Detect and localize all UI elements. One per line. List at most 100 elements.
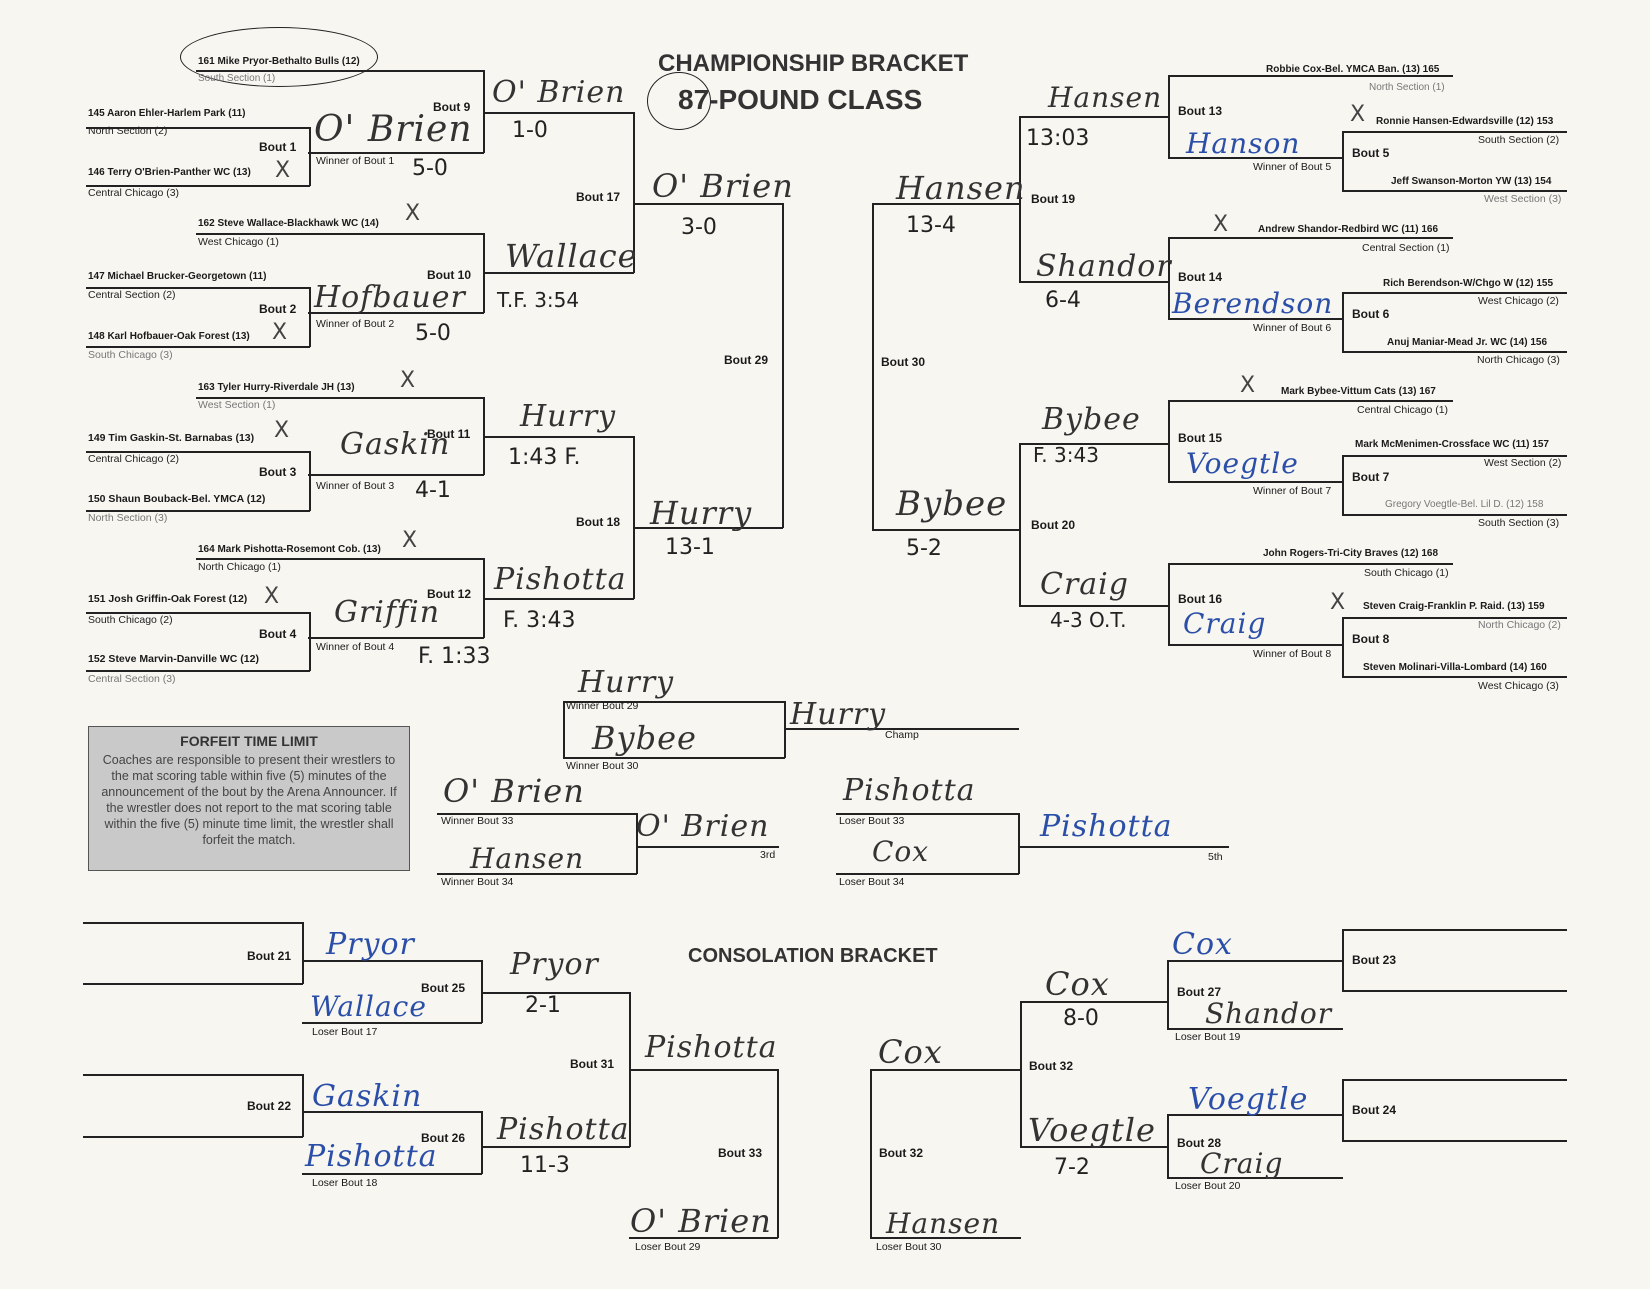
forfeit-notice: FORFEIT TIME LIMIT Coaches are responsib…: [88, 726, 410, 871]
winner-bout-29-label: Winner Bout 29: [566, 700, 639, 712]
handwritten-b13-winner: Hansen: [1048, 81, 1163, 114]
handwritten-b1-score: 5-0: [412, 156, 448, 181]
handwritten-c20-loser: Craig: [1200, 1147, 1284, 1180]
handwritten-b9-score: 1-0: [512, 118, 548, 143]
handwritten-c22: Gaskin: [312, 1079, 423, 1114]
winner-bout-8-label: Winner of Bout 8: [1253, 648, 1332, 660]
handwritten-c30-loser: Hansen: [886, 1207, 1001, 1240]
loser-x-mark: X: [400, 368, 416, 393]
loser-bout-20-label: Loser Bout 20: [1175, 1180, 1241, 1192]
loser-x-mark: X: [1330, 590, 1346, 615]
handwritten-circle: [647, 72, 711, 130]
bout-18-label: Bout 18: [576, 515, 621, 529]
handwritten-c28-score: 7-2: [1054, 1155, 1090, 1180]
consolation-title: CONSOLATION BRACKET: [688, 945, 938, 967]
handwritten-b17-winner: O' Brien: [652, 167, 794, 205]
loser-x-mark: X: [275, 158, 291, 183]
wrestler-148-section: South Chicago (3): [88, 349, 173, 361]
handwritten-b8-winner: Craig: [1183, 607, 1267, 640]
handwritten-b3-score: 4-1: [415, 478, 451, 503]
handwritten-c27-score: 8-0: [1063, 1006, 1099, 1031]
wrestler-145-section: North Section (2): [88, 125, 168, 137]
handwritten-c17-loser: Wallace: [310, 990, 427, 1023]
wrestler-155-section: West Chicago (2): [1478, 295, 1559, 307]
handwritten-b19-score: 13-4: [906, 213, 956, 238]
wrestler-166-section: Central Section (1): [1362, 242, 1450, 254]
handwritten-b12-winner: Pishotta: [494, 562, 627, 597]
wrestler-163-name: 163 Tyler Hurry-Riverdale JH (13): [198, 382, 355, 393]
wrestler-148-name: 148 Karl Hofbauer-Oak Forest (13): [88, 331, 250, 342]
wrestler-160-section: West Chicago (3): [1478, 680, 1559, 692]
handwritten-circle: [180, 27, 378, 87]
handwritten-fifth-winner: Pishotta: [1040, 809, 1173, 844]
loser-bout-29-label: Loser Bout 29: [635, 1241, 701, 1253]
wrestler-149-section: Central Chicago (2): [88, 453, 180, 465]
handwritten-b18-winner: Hurry: [650, 494, 753, 532]
handwritten-fifth-bottom: Cox: [872, 835, 930, 868]
championship-title: CHAMPIONSHIP BRACKET: [658, 50, 969, 77]
wrestler-165-section: North Section (1): [1369, 82, 1445, 93]
winner-bout-5-label: Winner of Bout 5: [1253, 161, 1332, 173]
handwritten-b14-winner: Shandor: [1036, 249, 1172, 284]
handwritten-b18-score: 13-1: [665, 535, 715, 560]
bout-33-label: Bout 33: [718, 1146, 763, 1160]
handwritten-b7-winner: Voegtle: [1186, 447, 1299, 480]
wrestler-151-section: South Chicago (2): [88, 614, 173, 626]
wrestler-146-section: Central Chicago (3): [88, 187, 180, 199]
handwritten-c32a: Cox: [878, 1033, 943, 1071]
bout-11-label: Bout 11: [427, 427, 471, 441]
bout-30-label: Bout 30: [881, 355, 926, 369]
handwritten-b14-score: 6-4: [1045, 288, 1081, 313]
bout-4-label: Bout 4: [259, 627, 297, 641]
bout-26-label: Bout 26: [421, 1131, 466, 1145]
wrestler-147-section: Central Section (2): [88, 289, 176, 301]
bout-32-label: Bout 32: [1029, 1059, 1074, 1073]
winner-bout-4-label: Winner of Bout 4: [316, 641, 395, 653]
winner-bout-2-label: Winner of Bout 2: [316, 318, 395, 330]
bout-27-label: Bout 27: [1177, 985, 1222, 999]
loser-bout-17-label: Loser Bout 17: [312, 1026, 378, 1038]
handwritten-c26: Pishotta: [497, 1112, 630, 1147]
forfeit-title: FORFEIT TIME LIMIT: [180, 733, 318, 749]
forfeit-text: Coaches are responsible to present their…: [101, 753, 397, 847]
winner-bout-33-label: Winner Bout 33: [441, 815, 514, 827]
wrestler-161-name: 161 Mike Pryor-Bethalto Bulls (12): [198, 56, 360, 67]
handwritten-b19-winner: Hansen: [896, 169, 1026, 207]
handwritten-b16-score: 4-3 O.T.: [1050, 608, 1127, 632]
third-place-label: 3rd: [760, 849, 776, 861]
loser-x-mark: X: [402, 528, 418, 553]
bout-8-label: Bout 8: [1352, 632, 1390, 646]
wrestler-154-name: Jeff Swanson-Morton YW (13) 154: [1391, 176, 1552, 187]
handwritten-c19-loser: Shandor: [1205, 997, 1333, 1030]
wrestler-151-name: 151 Josh Griffin-Oak Forest (12): [88, 593, 248, 605]
handwritten-b2-score: 5-0: [415, 321, 451, 346]
wrestler-167-section: Central Chicago (1): [1357, 404, 1449, 416]
handwritten-b3-winner: Gaskin: [340, 427, 451, 462]
bout-32-second-label: Bout 32: [879, 1146, 924, 1160]
loser-x-mark: X: [405, 201, 421, 226]
wrestler-147-name: 147 Michael Brucker-Georgetown (11): [88, 271, 267, 282]
bout-21-label: Bout 21: [247, 949, 292, 963]
handwritten-b20-score: 5-2: [906, 536, 942, 561]
wrestler-160-name: Steven Molinari-Villa-Lombard (14) 160: [1363, 662, 1547, 673]
wrestler-150-name: 150 Shaun Bouback-Bel. YMCA (12): [88, 493, 266, 505]
wrestler-150-section: North Section (3): [88, 512, 168, 524]
loser-x-mark: X: [264, 584, 280, 609]
wrestler-161-section: South Section (1): [198, 73, 276, 84]
wrestler-146-name: 146 Terry O'Brien-Panther WC (13): [88, 167, 251, 178]
handwritten-c24: Voegtle: [1188, 1082, 1309, 1117]
handwritten-c23: Cox: [1172, 927, 1233, 962]
bout-2-label: Bout 2: [259, 302, 297, 316]
handwritten-b2-winner: Hofbauer: [314, 280, 466, 315]
handwritten-b13-score: 13:03: [1026, 126, 1090, 151]
handwritten-c25: Pryor: [510, 947, 599, 982]
loser-x-mark: X: [1240, 373, 1256, 398]
loser-bout-18-label: Loser Bout 18: [312, 1177, 378, 1189]
handwritten-b11-score: 1:43 F.: [508, 445, 581, 470]
bout-15-label: Bout 15: [1178, 431, 1223, 445]
champ-label: Champ: [885, 729, 919, 741]
handwritten-c27: Cox: [1045, 965, 1110, 1003]
bout-29-label: Bout 29: [724, 353, 769, 367]
wrestler-157-name: Mark McMenimen-Crossface WC (11) 157: [1355, 439, 1549, 450]
handwritten-b4-score: F. 1:33: [418, 644, 491, 669]
